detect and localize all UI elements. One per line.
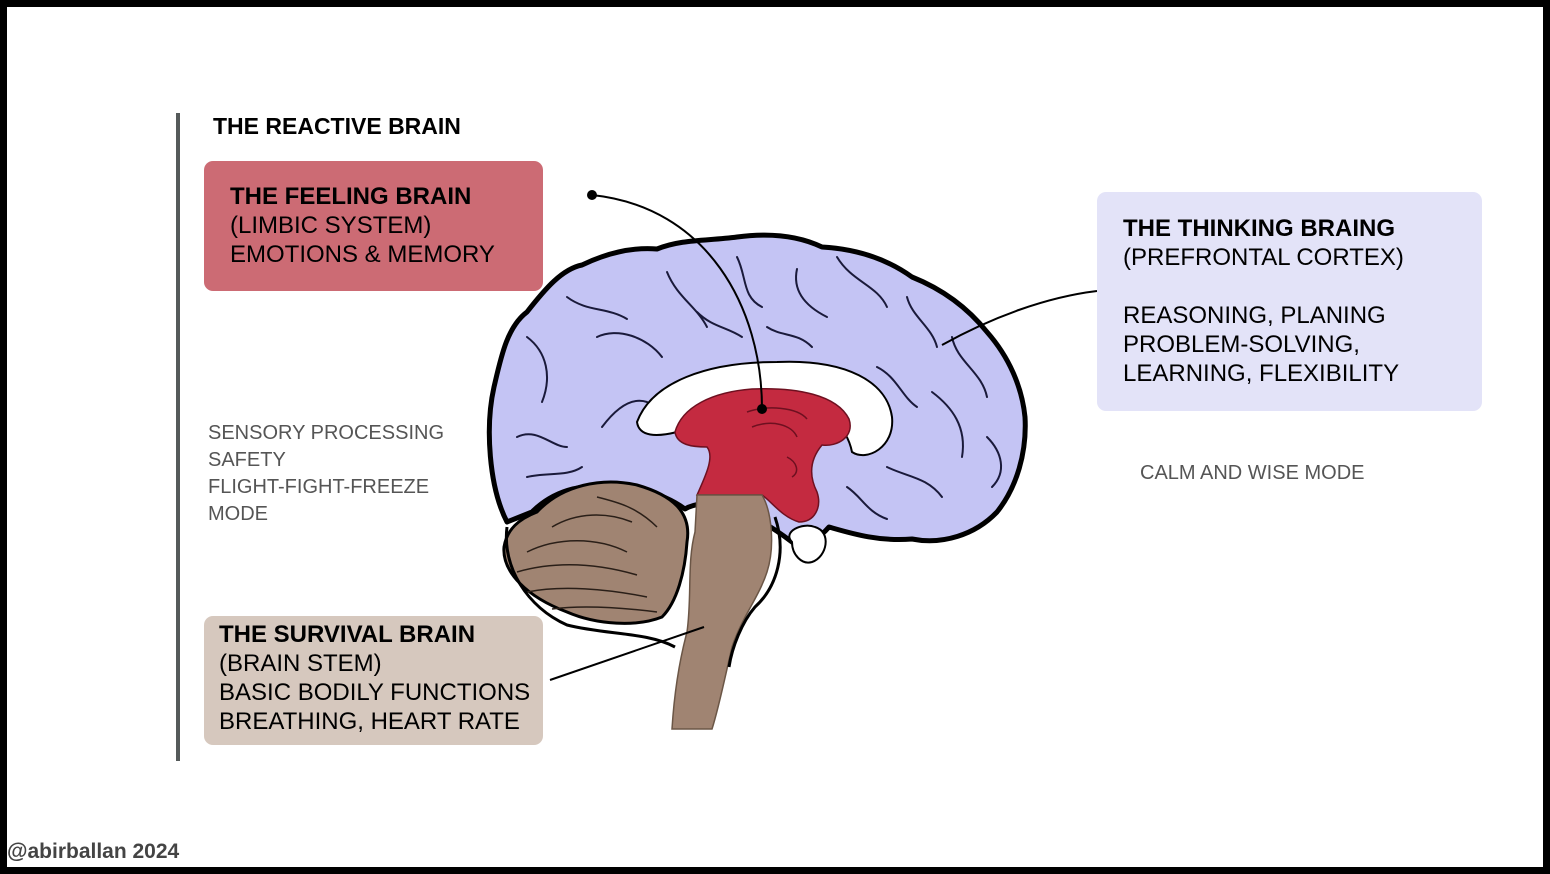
thinking-brain-function-2: PROBLEM-SOLVING, — [1123, 331, 1360, 358]
reactive-note-line-2: SAFETY — [208, 449, 286, 471]
slide: THE REACTIVE BRAIN THE FEELING BRAIN (LI… — [7, 7, 1543, 867]
brain-illustration — [486, 190, 1098, 730]
survival-brain-subtitle: (BRAIN STEM) — [219, 650, 382, 677]
limbic-pointer-dot — [757, 404, 767, 414]
pointer-lines — [549, 194, 1098, 681]
cerebellum-shape — [502, 480, 690, 625]
reactive-mode-note: SENSORY PROCESSING SAFETY FLIGHT-FIGHT-F… — [208, 420, 444, 528]
reactive-brain-bracket — [176, 113, 180, 761]
cerebellum-folds — [516, 496, 658, 613]
gyri-lines — [516, 256, 1002, 520]
survival-brain-function-1: BASIC BODILY FUNCTIONS — [219, 679, 531, 706]
author-credit: @abirballan 2024 — [7, 840, 180, 863]
thinking-pointer-line — [941, 290, 1098, 346]
survival-brain-box: THE SURVIVAL BRAIN (BRAIN STEM) BASIC BO… — [204, 616, 543, 745]
feeling-brain-box: THE FEELING BRAIN (LIMBIC SYSTEM) EMOTIO… — [204, 161, 543, 291]
reactive-brain-title: THE REACTIVE BRAIN — [213, 113, 461, 139]
thinking-brain-title: THE THINKING BRAING — [1123, 215, 1395, 242]
reactive-note-line-1: SENSORY PROCESSING — [208, 422, 444, 444]
feeling-brain-function: EMOTIONS & MEMORY — [230, 241, 495, 268]
survival-pointer-line — [549, 626, 705, 681]
feeling-brain-title: THE FEELING BRAIN — [230, 183, 472, 210]
thinking-brain-subtitle: (PREFRONTAL CORTEX) — [1123, 244, 1404, 271]
survival-brain-title: THE SURVIVAL BRAIN — [219, 621, 476, 648]
feeling-pointer-dot — [587, 190, 597, 200]
feeling-brain-subtitle: (LIMBIC SYSTEM) — [230, 212, 432, 239]
survival-brain-function-2: BREATHING, HEART RATE — [219, 708, 520, 735]
reactive-note-line-4: MODE — [208, 503, 268, 525]
limbic-system-shape — [674, 387, 851, 523]
calm-mode-note: CALM AND WISE MODE — [1140, 462, 1365, 484]
thinking-brain-function-3: LEARNING, FLEXIBILITY — [1123, 360, 1400, 387]
reactive-note-line-3: FLIGHT-FIGHT-FREEZE — [208, 476, 430, 498]
thinking-brain-function-1: REASONING, PLANING — [1123, 302, 1386, 329]
feeling-pointer-line — [591, 194, 763, 410]
brain-stem-shape — [671, 494, 773, 730]
thinking-brain-box: THE THINKING BRAING (PREFRONTAL CORTEX) … — [1097, 192, 1482, 411]
